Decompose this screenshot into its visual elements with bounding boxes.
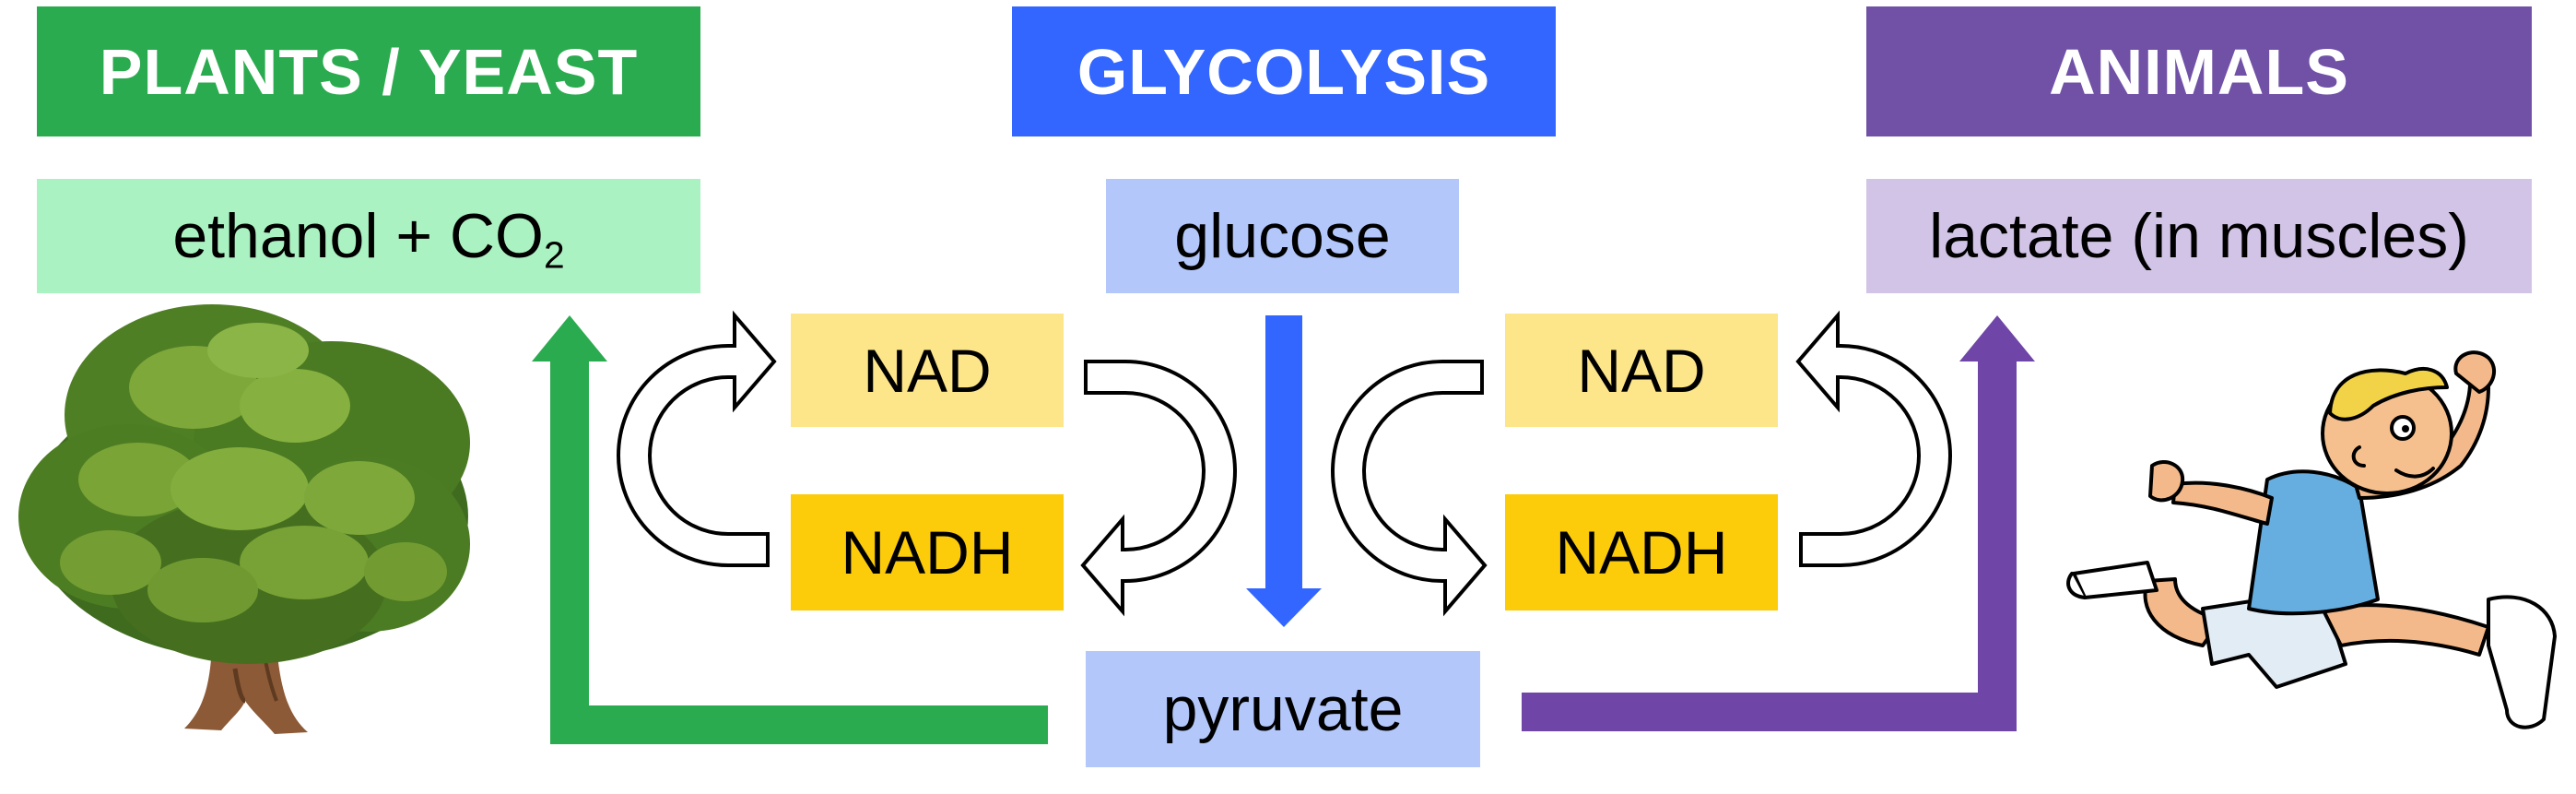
plants-yeast-header-label: PLANTS / YEAST xyxy=(99,35,639,108)
glucose-label: glucose xyxy=(1174,201,1391,271)
animals-header-label: ANIMALS xyxy=(2049,35,2349,108)
left-nadh-label: NADH xyxy=(841,518,1014,587)
blue-down-arrow xyxy=(1246,315,1322,627)
pyruvate-label: pyruvate xyxy=(1162,674,1404,744)
pyruvate-box: pyruvate xyxy=(1086,651,1480,767)
right-nadh-box: NADH xyxy=(1505,494,1778,610)
right-nad-box: NAD xyxy=(1505,314,1778,427)
left-nad-box: NAD xyxy=(791,314,1064,427)
glucose-box: glucose xyxy=(1106,179,1459,293)
right-cycle-arrow-nadh-to-nad xyxy=(1795,310,1952,567)
left-nadh-box: NADH xyxy=(791,494,1064,610)
left-cycle-arrow-nad-to-nadh xyxy=(1080,360,1237,617)
tree-illustration xyxy=(18,304,470,734)
ethanol-co2-label: ethanol + CO2 xyxy=(172,201,565,277)
ethanol-co2-box: ethanol + CO2 xyxy=(37,179,700,293)
right-nadh-label: NADH xyxy=(1555,518,1728,587)
plants-yeast-header: PLANTS / YEAST xyxy=(37,6,700,136)
lactate-box: lactate (in muscles) xyxy=(1866,179,2532,293)
lactate-label: lactate (in muscles) xyxy=(1929,201,2469,271)
glycolysis-header-label: GLYCOLYSIS xyxy=(1076,35,1491,108)
co2-subscript: 2 xyxy=(543,233,565,277)
purple-elbow-arrow xyxy=(1522,315,2035,731)
running-boy-illustration xyxy=(2066,350,2557,729)
glycolysis-header: GLYCOLYSIS xyxy=(1012,6,1556,136)
left-nad-label: NAD xyxy=(863,336,992,405)
animals-header: ANIMALS xyxy=(1866,6,2532,136)
green-elbow-arrow xyxy=(532,315,1048,744)
right-nad-label: NAD xyxy=(1577,336,1706,405)
right-cycle-arrow-nad-to-nadh xyxy=(1331,360,1488,617)
left-cycle-arrow-nadh-to-nad xyxy=(617,310,777,567)
